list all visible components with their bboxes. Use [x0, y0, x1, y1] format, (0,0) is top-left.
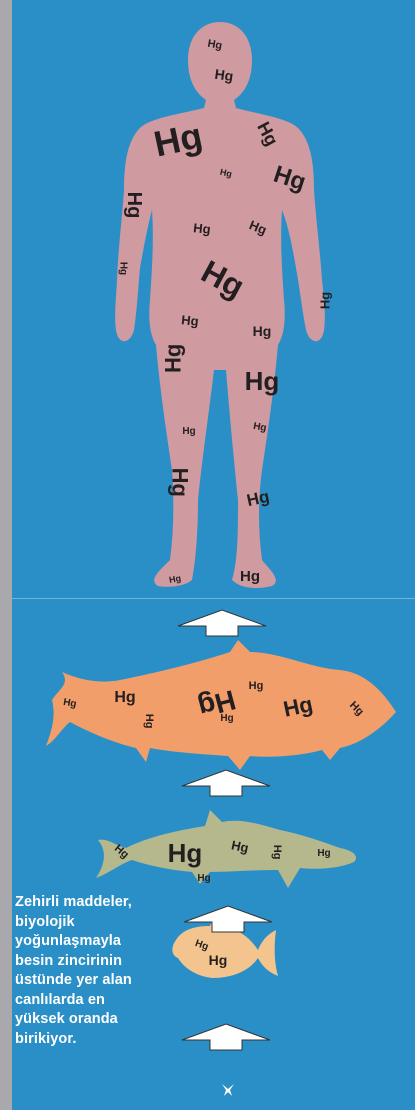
human-figure [115, 22, 325, 588]
caption-line: birikiyor. [15, 1030, 175, 1050]
mercury-label: Hg [161, 344, 186, 373]
mercury-label: Hg [168, 838, 203, 868]
mercury-label: Hg [168, 573, 182, 585]
mercury-label: Hg [123, 192, 145, 219]
caption-line: biyolojik [15, 913, 175, 933]
caption-line: Zehirli maddeler, [15, 893, 175, 913]
mercury-label: Hg [240, 568, 260, 585]
mercury-label: Hg [245, 366, 280, 396]
mercury-label: Hg [209, 952, 228, 968]
mercury-label: Hg [118, 262, 129, 275]
mercury-label: Hg [214, 66, 235, 84]
arrow-small-fish [182, 1024, 270, 1050]
mercury-label: Hg [220, 713, 233, 724]
mercury-label: Hg [181, 312, 200, 329]
mercury-label: Hg [62, 697, 77, 710]
caption-line: yoğunlaşmayla [15, 932, 175, 952]
arrow-human [178, 610, 266, 636]
arrow-large-fish [182, 770, 270, 796]
mercury-label: Hg [245, 487, 271, 510]
caption-line: besin zincirinin [15, 952, 175, 972]
mercury-label: Hg [271, 845, 283, 860]
caption-line: üstünde yer alan [15, 971, 175, 991]
mercury-label: Hg [317, 848, 330, 859]
caption: Zehirli maddeler, biyolojik yoğunlaşmayl… [15, 893, 175, 1049]
mercury-label: Hg [197, 873, 210, 884]
mercury-label: Hg [114, 689, 135, 706]
mercury-label: Hg [207, 38, 224, 52]
mercury-label: Hg [182, 426, 195, 437]
plankton-icon [222, 1084, 234, 1096]
caption-line: yüksek oranda [15, 1010, 175, 1030]
mercury-label: Hg [252, 421, 267, 434]
mercury-label: Hg [249, 680, 264, 692]
mercury-label: Hg [318, 292, 333, 309]
mercury-label: Hg [193, 220, 212, 237]
mercury-label: Hg [253, 323, 272, 339]
mercury-label: Hg [143, 714, 155, 729]
human-silhouette [115, 22, 325, 588]
caption-line: canlılarda en [15, 991, 175, 1011]
mercury-label: Hg [167, 468, 192, 497]
